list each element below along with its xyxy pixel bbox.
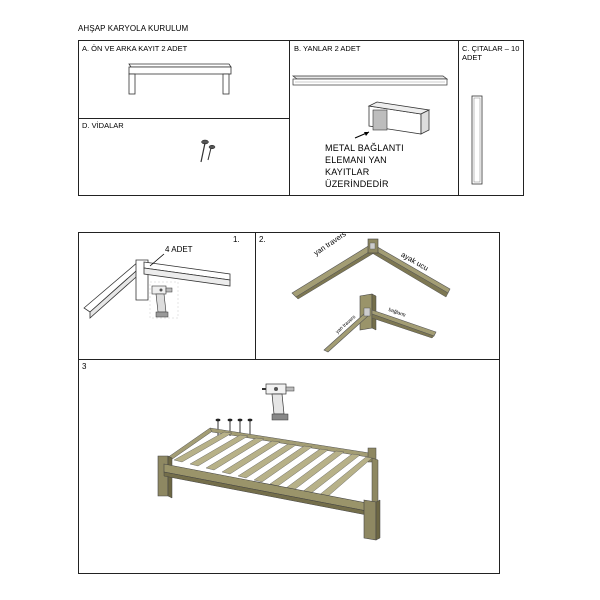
parts-divider-2 xyxy=(458,40,459,196)
part-b-label: B. YANLAR 2 ADET xyxy=(294,44,361,53)
part-c-illustration xyxy=(471,95,483,185)
document-title: AHŞAP KARYOLA KURULUM xyxy=(78,24,189,33)
part-b-illustration xyxy=(291,75,449,86)
part-c-label: C. ÇITALAR – 10 ADET xyxy=(462,44,519,62)
part-d-label: D. VİDALAR xyxy=(82,121,124,130)
step-3-bed-frame xyxy=(157,427,381,541)
parts-divider-h xyxy=(78,118,290,119)
part-a-label: A. ÖN VE ARKA KAYIT 2 ADET xyxy=(82,44,188,53)
step-3-drill-icon xyxy=(262,383,295,421)
step-1-callout: 4 ADET xyxy=(165,245,193,254)
step-1-number: 1. xyxy=(233,235,240,244)
step-1-illustration xyxy=(83,253,231,319)
part-b-note: METAL BAĞLANTI ELEMANI YAN KAYITLAR ÜZER… xyxy=(325,142,404,190)
steps-divider-v xyxy=(255,232,256,359)
part-a-illustration xyxy=(128,63,232,95)
step-3-number: 3 xyxy=(82,362,87,371)
part-b-note-line-3: KAYITLAR xyxy=(325,167,370,177)
part-c-label-line-1: C. ÇITALAR – 10 xyxy=(462,44,520,53)
part-c-label-line-2: ADET xyxy=(462,53,483,62)
part-b-note-line-1: METAL BAĞLANTI xyxy=(325,143,404,153)
step-2-illustration-top xyxy=(291,238,451,300)
part-b-note-line-4: ÜZERİNDEDİR xyxy=(325,179,389,189)
steps-divider-h xyxy=(78,359,500,360)
steps-frame xyxy=(78,232,500,574)
step-2-number: 2. xyxy=(259,235,266,244)
drill-icon xyxy=(151,285,173,318)
step-3-screws xyxy=(215,418,253,436)
part-b-note-line-2: ELEMANI YAN xyxy=(325,155,387,165)
metal-connector-detail xyxy=(354,101,431,139)
screws-illustration xyxy=(200,139,216,163)
step-2-illustration-bottom xyxy=(323,293,437,353)
